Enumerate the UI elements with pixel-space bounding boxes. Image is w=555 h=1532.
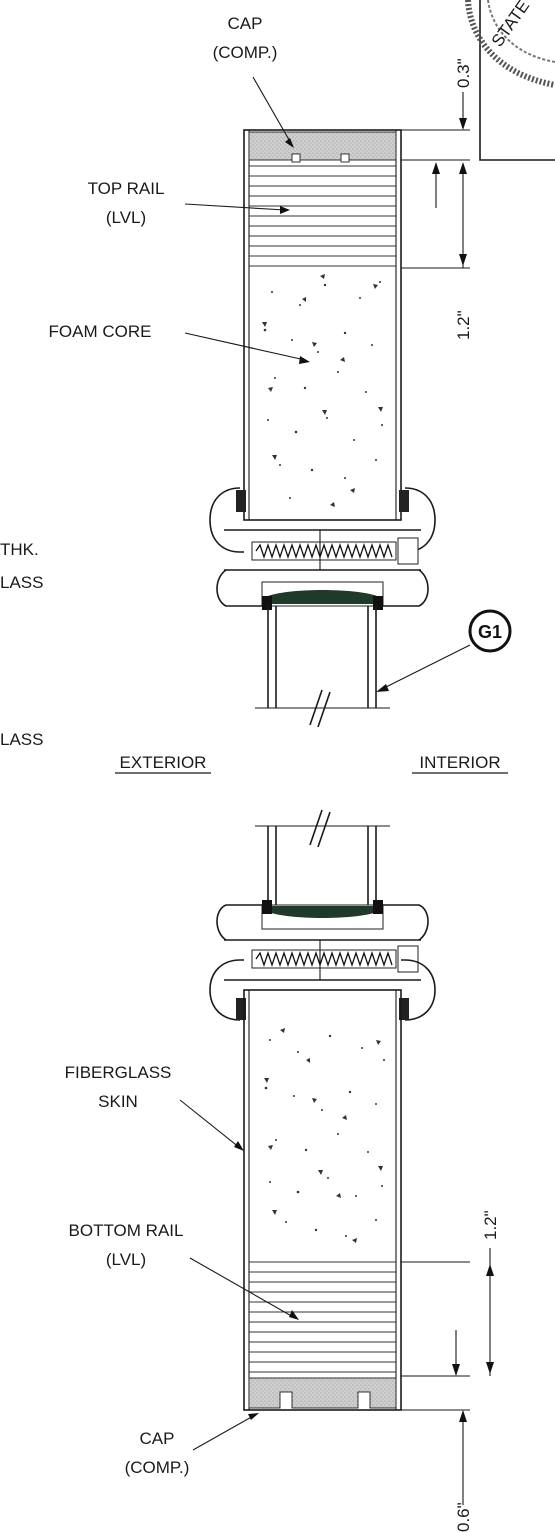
fiberglass-label-1: FIBERGLASS <box>65 1063 172 1082</box>
bottom-glass <box>255 809 390 905</box>
g1-callout-text: G1 <box>478 622 502 642</box>
foam-core-fill <box>262 274 383 507</box>
top-door-section <box>209 92 470 728</box>
bottom-rail-label-2: (LVL) <box>106 1250 146 1269</box>
foam-core-label: FOAM CORE <box>49 322 152 341</box>
top-rail-label-2: (LVL) <box>106 208 146 227</box>
bottom-door-section <box>209 809 494 1505</box>
top-glass <box>255 606 390 728</box>
cut-label-lass-2: LASS <box>0 730 43 749</box>
top-rail <box>249 165 396 267</box>
g1-callout: G1 <box>468 609 512 653</box>
top-rail-label-1: TOP RAIL <box>88 179 165 198</box>
interior-label: INTERIOR <box>419 753 500 772</box>
cap-bottom-label-1: CAP <box>140 1429 175 1448</box>
exterior-label: EXTERIOR <box>120 753 207 772</box>
top-dimensions <box>401 92 470 269</box>
cut-label-thk: THK. <box>0 540 39 559</box>
top-glazing-bead <box>209 487 436 610</box>
leader-lines <box>179 76 471 1451</box>
cap-bottom-label-2: (COMP.) <box>125 1458 190 1477</box>
bottom-dimensions <box>401 1248 494 1505</box>
svg-text:STATE: STATE <box>488 0 534 50</box>
bottom-rail <box>249 1261 396 1373</box>
top-cap <box>248 131 397 161</box>
cap-top-label-1: CAP <box>228 14 263 33</box>
dim-top-rail: 1.2" <box>454 310 473 340</box>
bottom-foam-fill <box>264 1028 385 1243</box>
dim-bottom-cap: 0.6" <box>454 1502 473 1532</box>
dim-bottom-rail: 1.2" <box>481 1210 500 1240</box>
bottom-glazing-bead <box>209 900 436 1021</box>
cut-label-lass-1: LASS <box>0 573 43 592</box>
bottom-rail-label-1: BOTTOM RAIL <box>69 1221 184 1240</box>
fiberglass-label-2: SKIN <box>98 1092 138 1111</box>
dim-top-cap: 0.3" <box>454 58 473 88</box>
cap-top-label-2: (COMP.) <box>213 43 278 62</box>
bottom-cap <box>248 1377 397 1409</box>
engineer-seal: STATE <box>465 0 555 161</box>
